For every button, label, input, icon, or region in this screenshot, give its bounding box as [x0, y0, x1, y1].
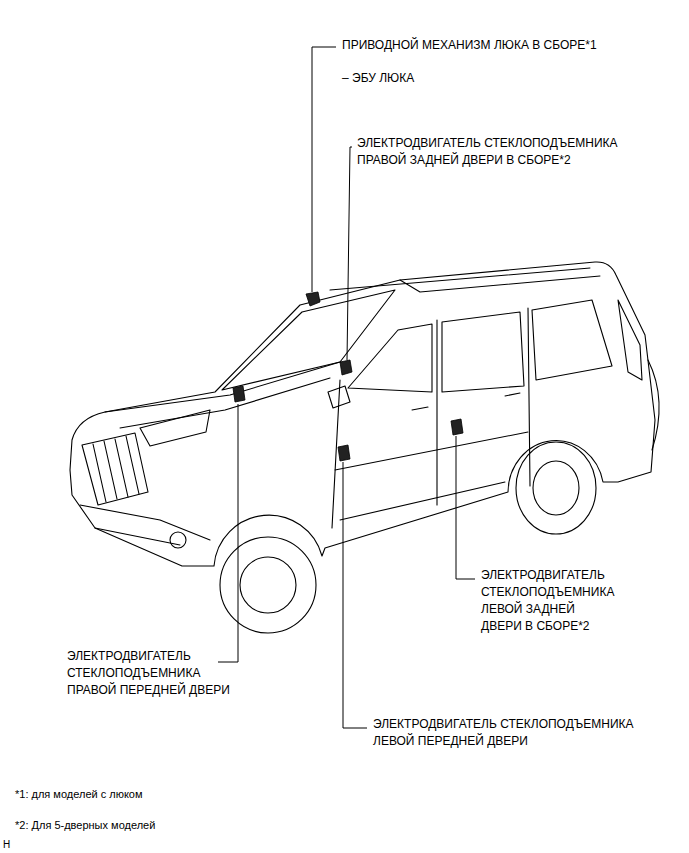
leader-line — [343, 462, 367, 728]
front-rim — [240, 557, 296, 613]
footnote: *2: Для 5-дверных моделей — [15, 817, 155, 834]
part-label: ЭЛЕКТРОДВИГАТЕЛЬ СТЕКЛОПОДЪЕМНИКА ПРАВОЙ… — [67, 648, 233, 699]
sunroof-motor — [306, 292, 320, 306]
window-motor — [338, 445, 350, 461]
part-label: ПРИВОДНОЙ МЕХАНИЗМ ЛЮКА В СБОРЕ*1 — [342, 37, 597, 54]
spare-tire — [648, 360, 659, 450]
front-wheel — [220, 537, 316, 633]
roof-edge — [400, 276, 600, 292]
leader-line — [456, 436, 475, 579]
figure-mark: H — [3, 836, 10, 853]
window-motor — [233, 386, 245, 402]
roof-rail — [330, 268, 590, 290]
door-line — [436, 320, 437, 505]
mirror — [328, 386, 350, 408]
door-handle — [505, 393, 520, 396]
rear-rim — [533, 461, 579, 515]
rear-light — [618, 300, 642, 380]
front-door-window — [348, 324, 432, 392]
fog-light — [170, 532, 186, 548]
windshield — [222, 290, 395, 390]
body-outline — [70, 262, 655, 566]
side-step — [340, 482, 505, 520]
part-label: – ЭБУ ЛЮКА — [342, 70, 414, 87]
door-handle — [412, 407, 428, 410]
rear-door-window — [442, 312, 524, 392]
window-motor — [340, 360, 352, 375]
part-label: ЭЛЕКТРОДВИГАТЕЛЬ СТЕКЛОПОДЪЕМНИКА ЛЕВОЙ … — [373, 716, 637, 750]
hood-edge — [120, 378, 330, 428]
headlight — [140, 410, 210, 446]
bumper — [80, 505, 210, 545]
footnote: *1: для моделей с люком — [15, 786, 143, 803]
grille — [82, 433, 148, 505]
leader-line — [312, 47, 336, 292]
hood-line — [105, 362, 340, 412]
leader-line — [218, 404, 238, 662]
quarter-window — [532, 300, 612, 380]
rear-wheel — [516, 442, 596, 534]
door-line — [528, 308, 530, 486]
part-label: ЭЛЕКТРОДВИГАТЕЛЬ СТЕКЛОПОДЪЕМНИКА ЛЕВОЙ … — [481, 567, 618, 635]
body-crease — [335, 432, 528, 470]
window-motor — [451, 419, 463, 435]
grille-bars — [93, 436, 139, 502]
leader-line — [347, 147, 352, 360]
part-label: ЭЛЕКТРОДВИГАТЕЛЬ СТЕКЛОПОДЪЕМНИКА ПРАВОЙ… — [357, 135, 621, 169]
